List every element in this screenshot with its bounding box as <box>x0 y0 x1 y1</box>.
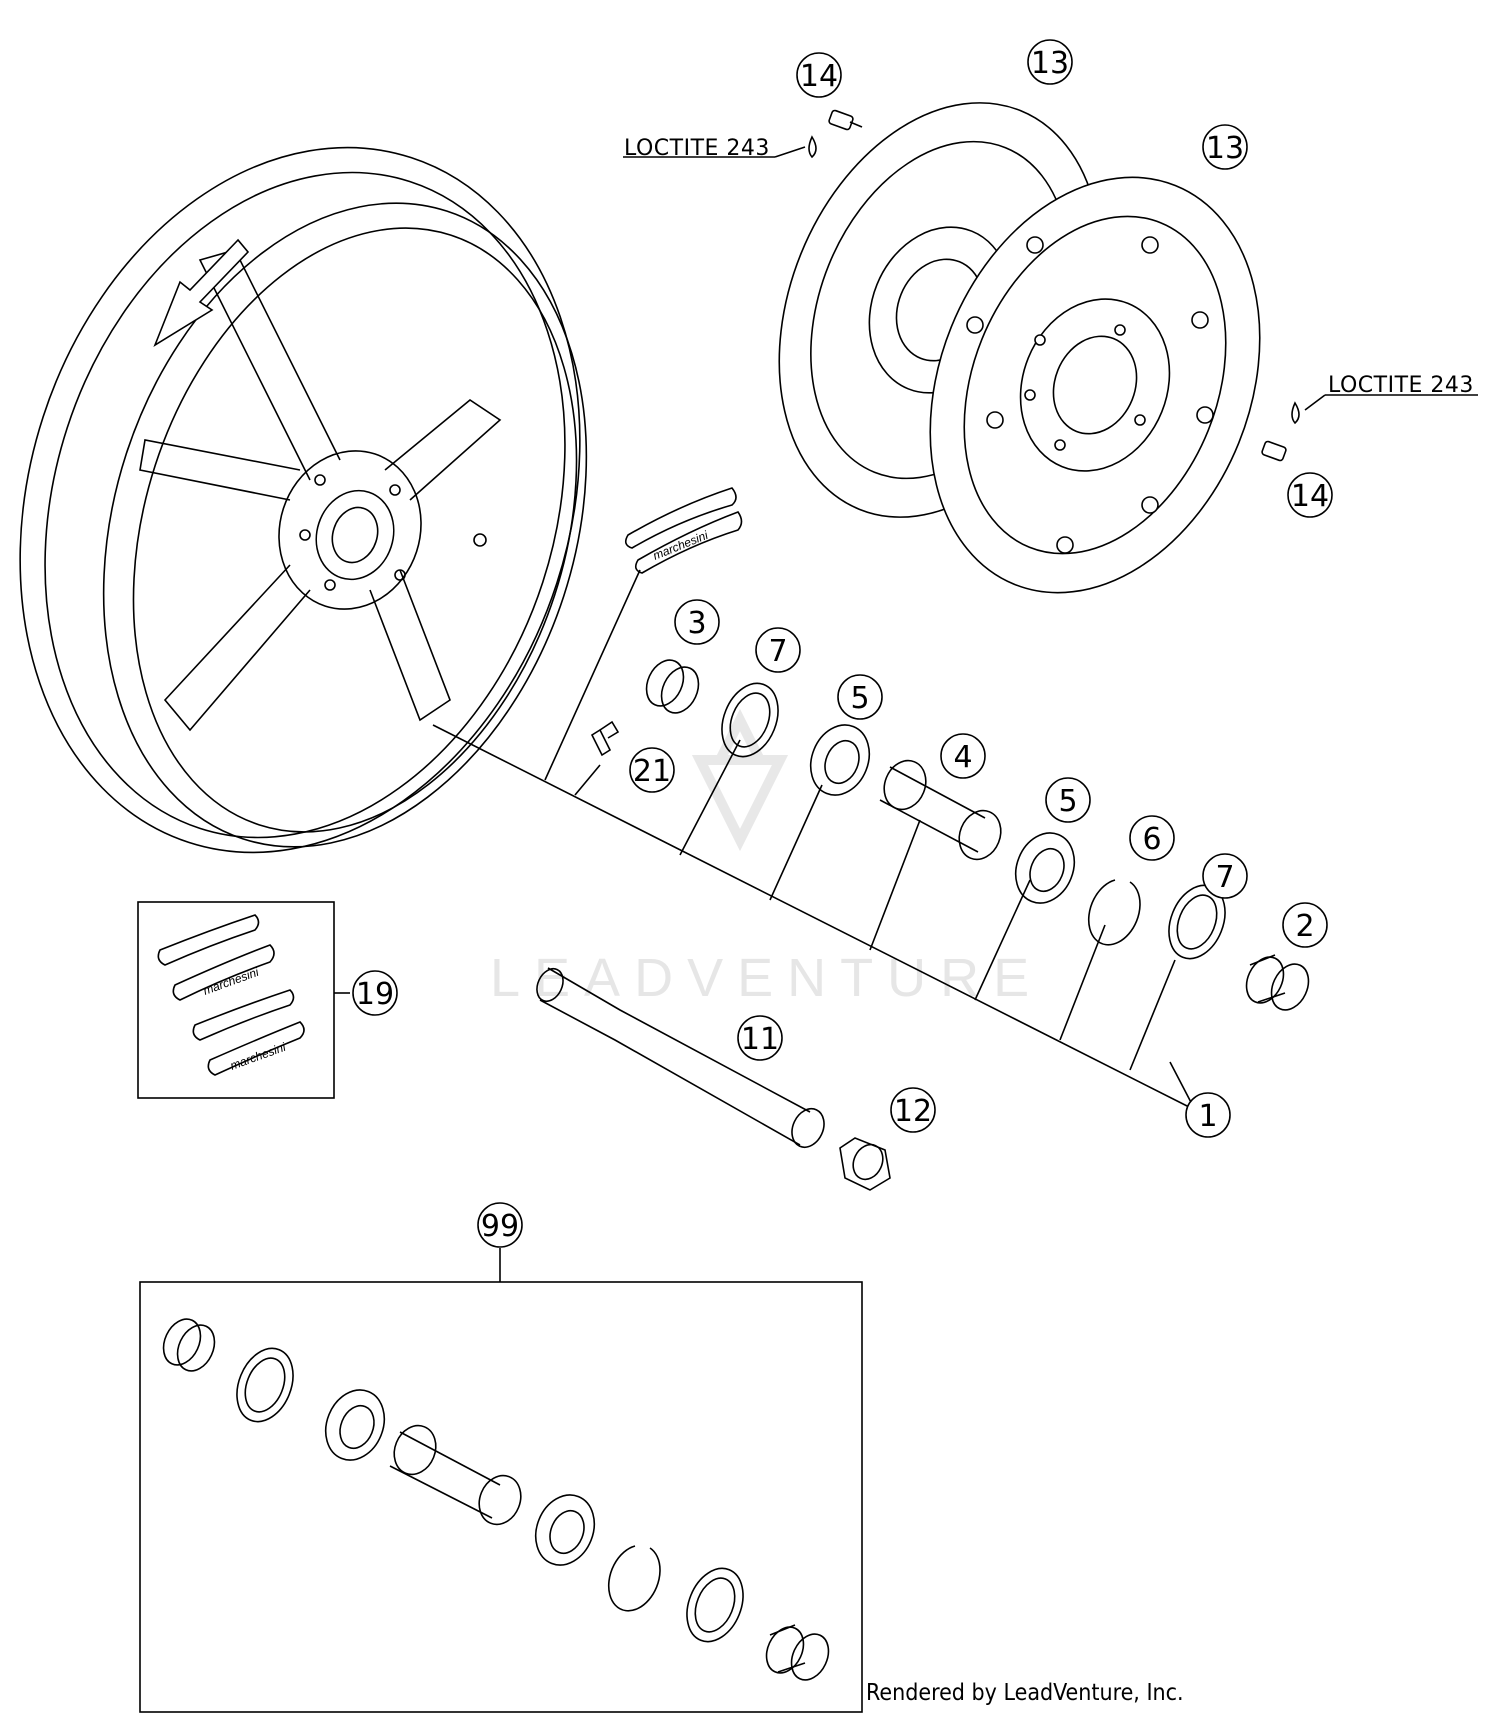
axle-nut-12 <box>839 1137 891 1191</box>
svg-text:7: 7 <box>1215 860 1234 895</box>
svg-text:14: 14 <box>1291 479 1329 514</box>
svg-text:11: 11 <box>741 1022 779 1057</box>
callout-13a: 13 <box>1027 39 1073 85</box>
callout-21: 21 <box>629 747 675 793</box>
repair-kit-box <box>139 1248 863 1713</box>
callout-1: 1 <box>1185 1092 1231 1138</box>
svg-text:6: 6 <box>1142 822 1161 857</box>
wheel-decal: marchesini <box>624 487 743 574</box>
svg-text:19: 19 <box>356 977 394 1012</box>
callout-19: 19 <box>352 970 398 1016</box>
svg-text:3: 3 <box>687 606 706 641</box>
svg-text:1: 1 <box>1198 1099 1217 1134</box>
rotation-arrow-icon <box>153 238 250 347</box>
svg-text:marchesini: marchesini <box>228 1040 288 1073</box>
svg-text:99: 99 <box>481 1209 519 1244</box>
bearing-5a <box>809 724 871 796</box>
loctite-note-right: LOCTITE 243 <box>1304 373 1478 411</box>
wheel-rim <box>19 146 588 854</box>
distance-sleeve-4 <box>879 759 1002 861</box>
callout-14b: 14 <box>1287 472 1333 518</box>
disc-bolt-top <box>808 109 863 159</box>
render-credit: Rendered by LeadVenture, Inc. <box>866 1680 1184 1706</box>
bearing-5b <box>1014 832 1076 904</box>
shaft-seal-7a <box>721 682 779 758</box>
callout-3: 3 <box>674 599 720 645</box>
callout-13b: 13 <box>1202 124 1248 170</box>
decal-kit-box: marchesini marchesini <box>137 901 350 1099</box>
svg-text:12: 12 <box>894 1094 932 1129</box>
callout-7b: 7 <box>1202 853 1248 899</box>
axle-11 <box>536 967 825 1149</box>
circlip-6 <box>1087 879 1141 946</box>
svg-text:2: 2 <box>1295 909 1314 944</box>
svg-text:5: 5 <box>1058 784 1077 819</box>
svg-text:4: 4 <box>953 740 972 775</box>
brake-disc-front <box>929 176 1261 594</box>
callout-12: 12 <box>890 1087 936 1133</box>
svg-text:13: 13 <box>1031 46 1069 81</box>
svg-text:14: 14 <box>800 59 838 94</box>
callout-4: 4 <box>940 733 986 779</box>
callout-2: 2 <box>1282 902 1328 948</box>
leader-lines <box>432 569 1196 1111</box>
valve-21 <box>590 720 620 757</box>
svg-text:LOCTITE 243: LOCTITE 243 <box>624 136 770 161</box>
svg-text:5: 5 <box>850 681 869 716</box>
svg-text:7: 7 <box>768 634 787 669</box>
callout-5a: 5 <box>837 674 883 720</box>
svg-text:LOCTITE 243: LOCTITE 243 <box>1328 373 1474 398</box>
spacer-3 <box>645 659 700 714</box>
callout-11: 11 <box>737 1015 783 1061</box>
disc-bolt-right <box>1261 401 1300 462</box>
callout-7a: 7 <box>755 627 801 673</box>
spacer-2 <box>1245 954 1310 1011</box>
callout-99: 99 <box>477 1202 523 1248</box>
svg-text:LEADVENTURE: LEADVENTURE <box>490 948 1043 1008</box>
callout-14a: 14 <box>796 52 842 98</box>
callout-6: 6 <box>1129 815 1175 861</box>
callout-5b: 5 <box>1045 777 1091 823</box>
svg-text:13: 13 <box>1206 131 1244 166</box>
svg-text:21: 21 <box>633 754 671 789</box>
loctite-note-top: LOCTITE 243 <box>623 136 806 161</box>
